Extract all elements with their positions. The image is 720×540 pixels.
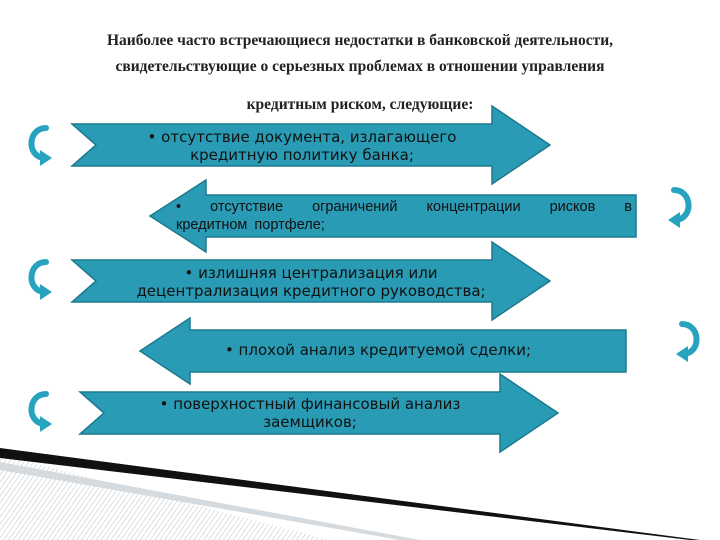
item-4-text: • плохой анализ кредитуемой сделки; bbox=[178, 341, 578, 359]
item-1-line-2: кредитную политику банка; bbox=[190, 146, 414, 164]
arrow-item-5: • поверхностный финансовый анализ заемщи… bbox=[78, 372, 560, 454]
curved-arrow-left-icon bbox=[28, 125, 52, 166]
item-2-line-2: кредитном портфеле; bbox=[176, 217, 325, 233]
item-2-line-1: • отсутствие ограничений концентрации ри… bbox=[176, 199, 632, 215]
item-5-line-1: • поверхностный финансовый анализ bbox=[159, 395, 461, 413]
right-arrow-shape bbox=[70, 104, 552, 186]
item-1-text: • отсутствие документа, излагающего кред… bbox=[112, 128, 492, 164]
arrow-item-2: • отсутствие ограничений концентрации ри… bbox=[148, 178, 638, 254]
arrow-item-4: • плохой анализ кредитуемой сделки; bbox=[138, 316, 628, 386]
right-arrow-shape bbox=[78, 372, 560, 454]
item-1-line-1: • отсутствие документа, излагающего bbox=[147, 128, 457, 146]
left-arrow-shape bbox=[138, 316, 627, 386]
curved-arrow-left-icon bbox=[28, 391, 52, 432]
title-line-2: свидетельствующие о серьезных проблемах … bbox=[115, 58, 605, 75]
arrow-item-1: • отсутствие документа, излагающего кред… bbox=[70, 104, 552, 186]
item-3-line-2: децентрализация кредитного руководства; bbox=[136, 282, 486, 300]
item-2-text: • отсутствие ограничений концентрации ри… bbox=[176, 198, 632, 234]
item-4-line-1: • плохой анализ кредитуемой сделки; bbox=[224, 341, 532, 359]
item-3-line-1: • излишняя централизация или bbox=[184, 264, 438, 282]
decorative-swoosh bbox=[0, 448, 700, 540]
arrow-item-3: • излишняя централизация или децентрализ… bbox=[70, 240, 552, 322]
item-5-line-2: заемщиков; bbox=[263, 413, 357, 431]
item-5-text: • поверхностный финансовый анализ заемщи… bbox=[120, 395, 500, 431]
curved-arrow-right-icon bbox=[676, 321, 700, 362]
left-arrow-shape bbox=[148, 178, 637, 254]
curved-arrow-left-icon bbox=[28, 259, 52, 300]
title-line-1: Наиболее часто встречающиеся недостатки … bbox=[106, 32, 614, 49]
item-3-text: • излишняя централизация или децентрализ… bbox=[96, 264, 526, 300]
curved-arrow-right-icon bbox=[668, 187, 692, 228]
slide-title: Наиболее часто встречающиеся недостатки … bbox=[40, 28, 680, 118]
title-line-3: кредитным риском, следующие: bbox=[246, 96, 474, 113]
right-arrow-shape bbox=[70, 240, 552, 322]
